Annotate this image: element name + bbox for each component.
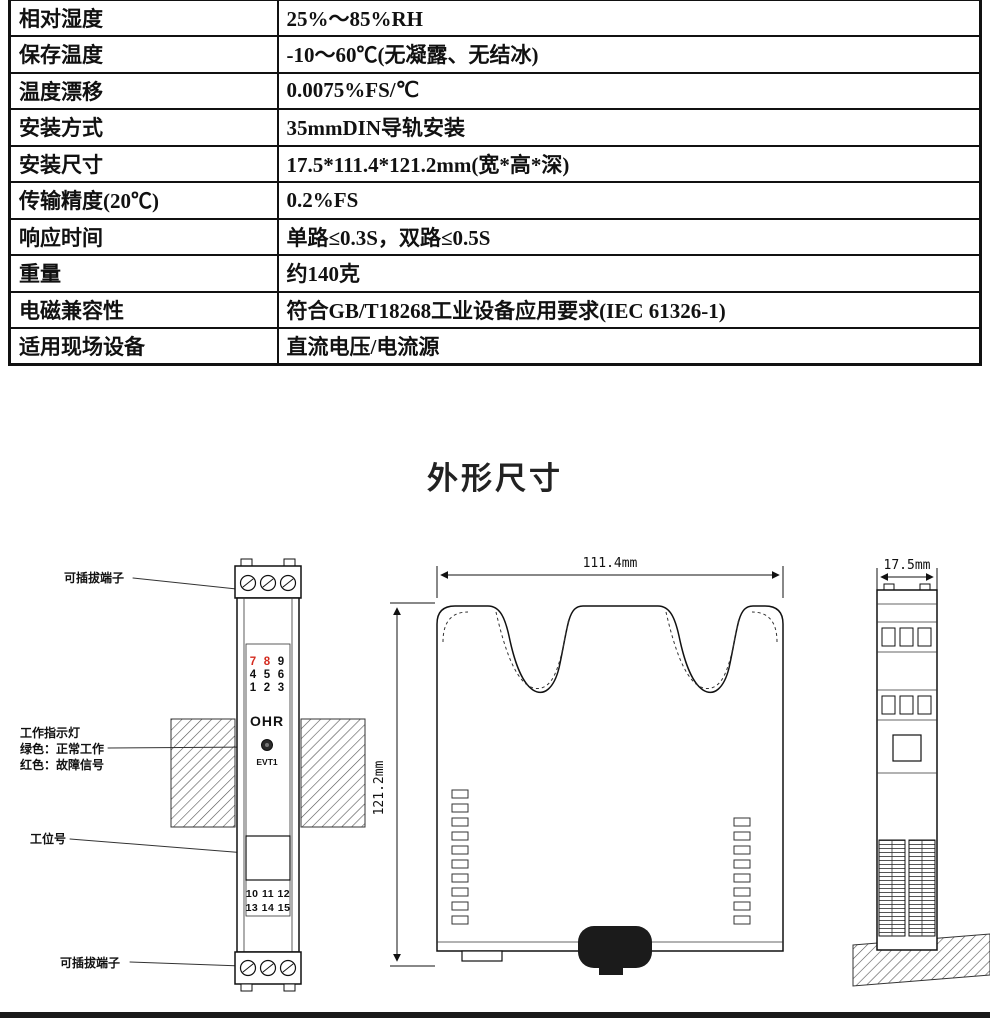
spec-value: 单路≤0.3S，双路≤0.5S [276,217,982,256]
spec-value: -10～60℃(无凝露、无结冰) [276,35,982,74]
dim-depth-text: 17.5mm [884,558,931,573]
table-row: 电磁兼容性 符合GB/T18268工业设备应用要求(IEC 61326-1) [8,290,982,329]
label-indicator-line3: 红色：故障信号 [20,757,104,772]
module-end-body [876,583,938,951]
spec-value: 0.2%FS [276,181,982,220]
table-row: 相对湿度 25%～85%RH [8,0,982,37]
status-led-core [265,743,269,747]
spec-label: 相对湿度 [8,0,279,37]
terminal-numbers-top: 7 8 9 4 5 6 1 2 3 [250,656,284,694]
leader-lines [69,577,261,967]
spec-label: 温度漂移 [8,71,279,110]
dim-height-text: 121.2mm [372,760,387,815]
spec-value: 符合GB/T18268工业设备应用要求(IEC 61326-1) [276,290,982,329]
svg-text:13 14 15: 13 14 15 [246,902,291,914]
spec-value: 直流电压/电流源 [276,327,982,366]
front-view-diagram: 可插拔端子 工作指示灯 绿色：正常工作 红色：故障信号 工位号 可插拔端子 [20,558,366,992]
svg-text:1: 1 [250,682,257,694]
vent-slots-left [451,789,469,925]
table-row: 响应时间 单路≤0.3S，双路≤0.5S [8,217,982,256]
spec-label: 重量 [8,254,279,293]
section-title: 外形尺寸 [427,461,563,496]
dim-width-text: 111.4mm [583,556,638,571]
table-row: 适用现场设备 直流电压/电流源 [8,327,982,366]
table-row: 安装尺寸 17.5*111.4*121.2mm(宽*高*深) [8,144,982,183]
dim-width-lines [436,566,784,598]
svg-text:5: 5 [264,669,271,681]
spec-label: 响应时间 [8,217,279,256]
dim-depth-lines [876,568,938,590]
spec-value: 17.5*111.4*121.2mm(宽*高*深) [276,144,982,183]
end-view-diagram: 17.5mm [852,558,990,987]
spec-label: 适用现场设备 [8,327,279,366]
svg-text:7: 7 [250,656,256,668]
svg-text:8: 8 [264,656,271,668]
panel-cutout-right [300,718,366,828]
spec-label: 安装尺寸 [8,144,279,183]
svg-text:10 11 12: 10 11 12 [246,888,290,900]
table-row: 传输精度(20℃) 0.2%FS [8,181,982,220]
spec-label: 电磁兼容性 [8,290,279,329]
table-row: 安装方式 35mmDIN导轨安装 [8,108,982,147]
station-number-box [245,835,291,881]
din-clip-latch [461,950,503,962]
svg-text:6: 6 [278,669,284,681]
module-front-body [234,558,302,992]
svg-text:2: 2 [264,682,270,694]
vent-slots-right [733,817,751,925]
spec-value: 约140克 [276,254,982,293]
svg-text:9: 9 [278,656,284,668]
spec-value: 25%～85%RH [276,0,982,37]
table-row: 温度漂移 0.0075%FS/℃ [8,71,982,110]
spec-table: 相对湿度 25%～85%RH 保存温度 -10～60℃(无凝露、无结冰) 温度漂… [8,0,982,366]
terminal-numbers-bottom: 10 11 12 13 14 15 [246,888,291,914]
led-label: EVT1 [256,757,278,767]
table-row: 重量 约140克 [8,254,982,293]
label-station: 工位号 [30,831,66,846]
panel-cutout-left [170,718,236,828]
side-view-diagram: 111.4mm 121.2mm [372,556,784,975]
spec-label: 传输精度(20℃) [8,181,279,220]
spec-value: 35mmDIN导轨安装 [276,108,982,147]
hidden-dotted-lines [442,611,778,689]
label-top-terminal: 可插拔端子 [64,570,124,585]
dim-height-lines [390,602,435,967]
module-side-outline [436,605,784,952]
page-bottom-rule [0,1012,990,1018]
outline-dimension-drawing: 可插拔端子 工作指示灯 绿色：正常工作 红色：故障信号 工位号 可插拔端子 [20,556,990,992]
spec-value: 0.0075%FS/℃ [276,71,982,110]
power-connector [578,926,652,975]
label-indicator-line1: 工作指示灯 [20,725,80,740]
brand-logo: OHR [250,713,284,729]
label-indicator-line2: 绿色：正常工作 [20,741,104,756]
spec-label: 安装方式 [8,108,279,147]
spec-label: 保存温度 [8,35,279,74]
svg-text:3: 3 [278,682,284,694]
label-bottom-terminal: 可插拔端子 [60,955,120,970]
table-row: 保存温度 -10～60℃(无凝露、无结冰) [8,35,982,74]
svg-text:4: 4 [250,669,257,681]
